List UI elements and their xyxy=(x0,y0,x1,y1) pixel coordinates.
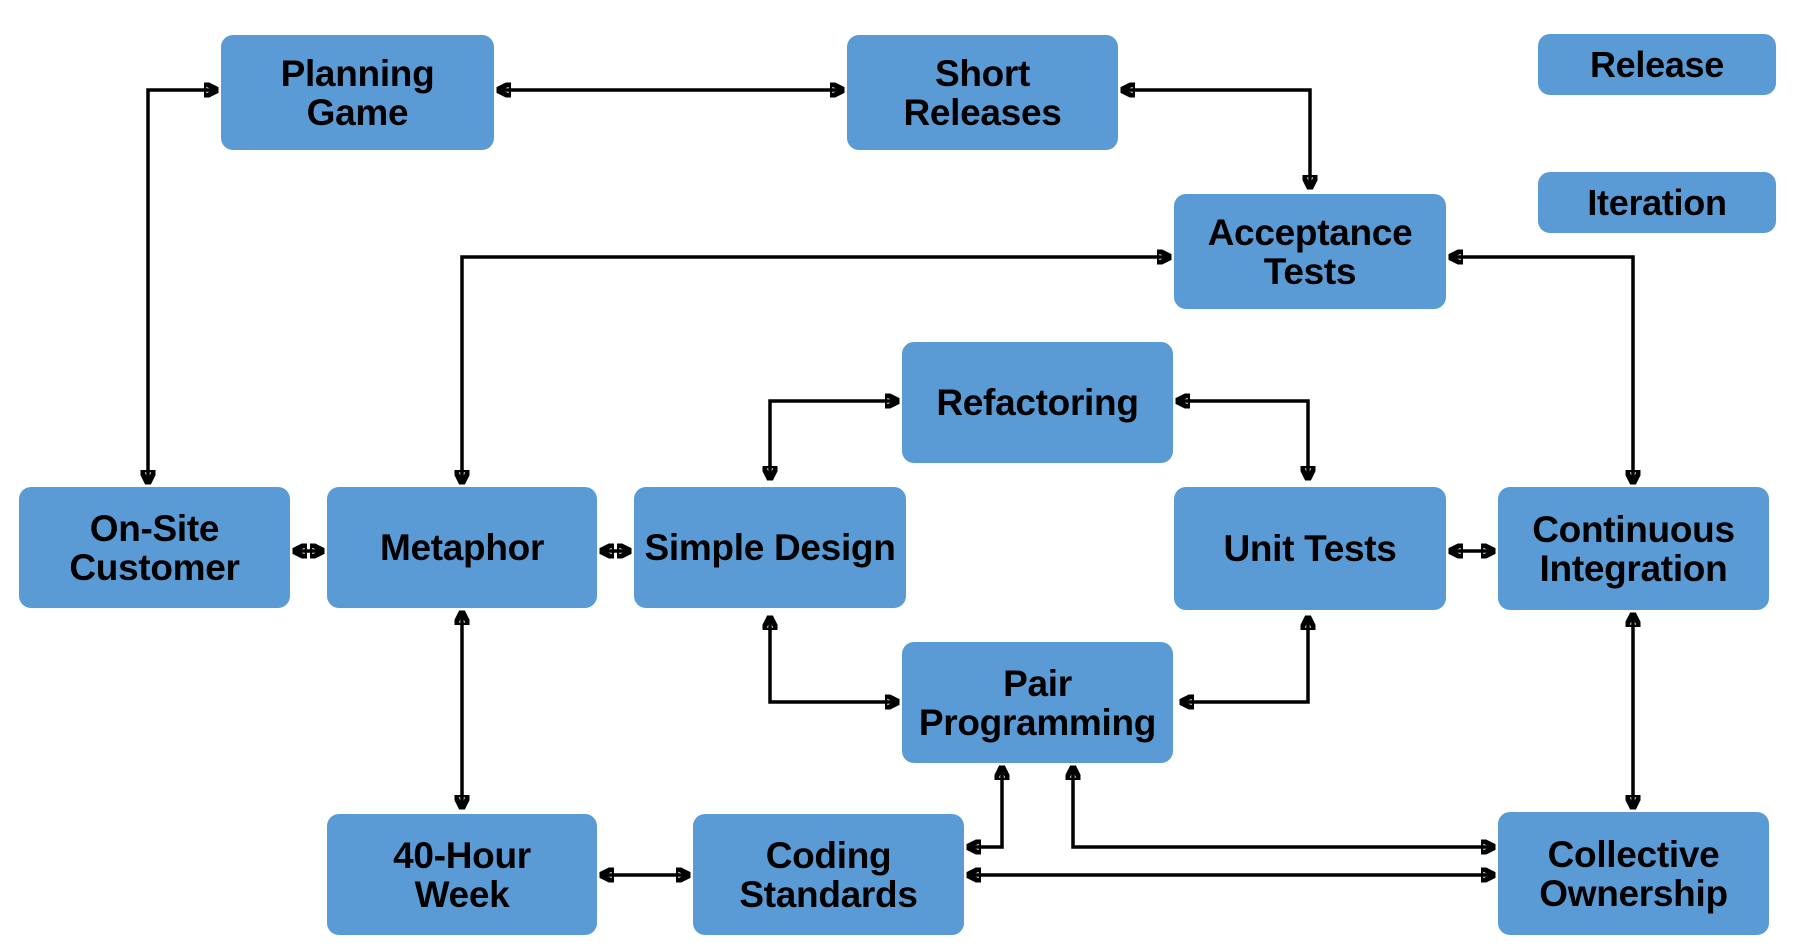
edge-acceptance-tests-metaphor xyxy=(462,257,1170,483)
node-coding-standards-label: Coding Standards xyxy=(739,834,918,915)
node-acceptance-tests: Acceptance Tests xyxy=(1174,194,1446,309)
node-on-site-customer: On-Site Customer xyxy=(19,487,290,608)
node-acceptance-tests-label: Acceptance Tests xyxy=(1207,211,1413,292)
legend-iteration-label: Iteration xyxy=(1587,182,1727,223)
node-collective-ownership-label: Collective Ownership xyxy=(1539,833,1728,914)
edge-acceptance-tests-continuous-integration xyxy=(1450,257,1633,483)
node-coding-standards: Coding Standards xyxy=(693,814,964,935)
node-planning-game-label: Planning Game xyxy=(280,52,435,133)
node-planning-game: Planning Game xyxy=(221,35,494,150)
edge-coding-standards-pair-programming xyxy=(968,767,1002,847)
edge-pair-programming-collective-ownership xyxy=(1073,767,1494,847)
node-metaphor: Metaphor xyxy=(327,487,597,608)
node-continuous-integration-label: Continuous Integration xyxy=(1532,508,1735,589)
node-simple-design-label: Simple Design xyxy=(644,527,896,568)
edge-short-releases-acceptance-tests xyxy=(1122,90,1310,188)
node-40-hour-week: 40-Hour Week xyxy=(327,814,597,935)
edge-simple-design-pair-programming xyxy=(770,617,898,702)
legend-release-label: Release xyxy=(1589,44,1724,85)
node-unit-tests: Unit Tests xyxy=(1174,487,1446,610)
edge-unit-tests-pair-programming xyxy=(1181,617,1308,702)
node-collective-ownership: Collective Ownership xyxy=(1498,812,1769,935)
node-pair-programming: Pair Programming xyxy=(902,642,1173,763)
node-pair-programming-label: Pair Programming xyxy=(918,662,1157,743)
edge-refactoring-simple-design xyxy=(770,401,898,479)
node-short-releases-label: Short Releases xyxy=(903,52,1062,133)
node-refactoring: Refactoring xyxy=(902,342,1173,463)
node-unit-tests-label: Unit Tests xyxy=(1223,528,1397,569)
node-metaphor-label: Metaphor xyxy=(379,527,545,568)
node-short-releases: Short Releases xyxy=(847,35,1118,150)
legend-iteration: Iteration xyxy=(1538,172,1776,233)
node-on-site-customer-label: On-Site Customer xyxy=(69,507,240,588)
node-simple-design: Simple Design xyxy=(634,487,906,608)
legend-release: Release xyxy=(1538,34,1776,95)
edge-refactoring-unit-tests xyxy=(1177,401,1308,479)
node-refactoring-label: Refactoring xyxy=(936,382,1139,423)
node-40-hour-week-label: 40-Hour Week xyxy=(393,834,531,915)
edge-planning-game-on-site-customer xyxy=(148,90,217,483)
node-continuous-integration: Continuous Integration xyxy=(1498,487,1769,610)
